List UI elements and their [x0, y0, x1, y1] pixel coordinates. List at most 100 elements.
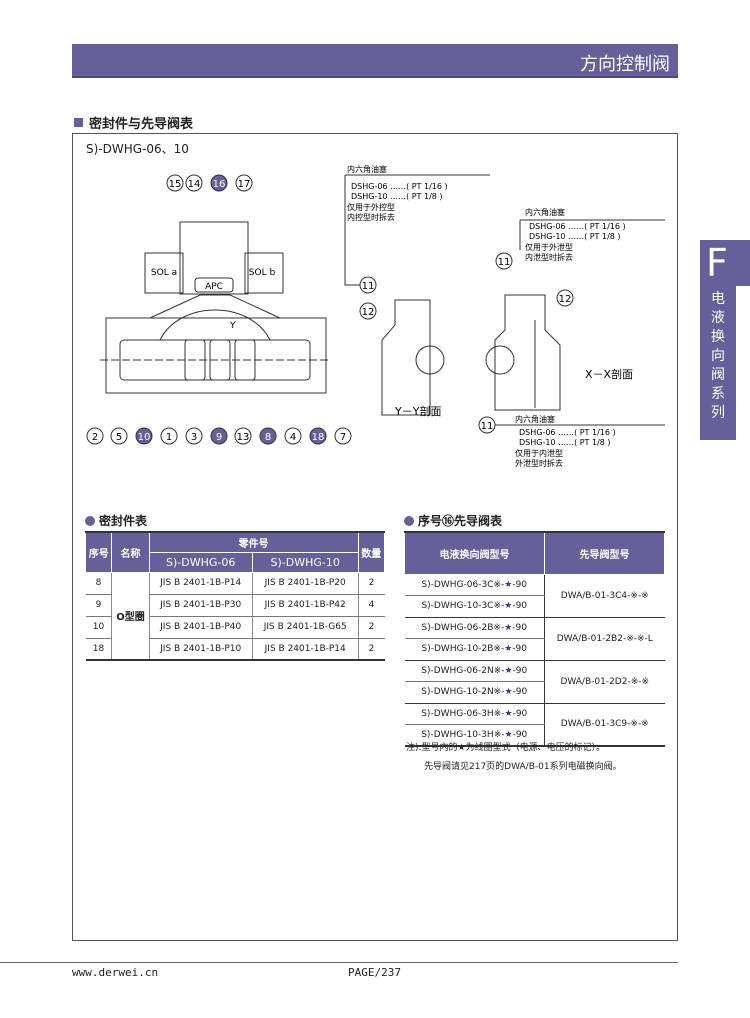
- cell-10: JIS B 2401-1B-P42: [252, 594, 359, 617]
- svg-text:外泄型时拆去: 外泄型时拆去: [515, 458, 563, 468]
- model-label: S)-DWHG-06、10: [86, 142, 189, 156]
- note-1: 注):型号内的★为线圈型式（电源、电压的标记）。: [406, 743, 606, 753]
- table-row: S)-DWHG-10-2N※-★-90: [404, 681, 665, 704]
- yy-section: [344, 174, 665, 426]
- cell-no: 18: [85, 638, 113, 661]
- cell-06: JIS B 2401-1B-P40: [149, 616, 253, 639]
- col-name: 名称: [111, 531, 150, 573]
- callout-2: [86, 427, 104, 445]
- svg-text:仅用于外控型: 仅用于外控型: [347, 202, 395, 212]
- callout-13: [234, 427, 252, 445]
- callout-15: [166, 174, 184, 192]
- cell-qty: 2: [358, 572, 385, 595]
- cell-model: S)-DWHG-06-3H※-★-90: [404, 703, 545, 725]
- callout-11-yy: [359, 276, 377, 294]
- callout-9: [210, 427, 228, 445]
- side-tab-char: 换: [711, 329, 725, 345]
- col-pilot: 先导阀型号: [544, 531, 665, 575]
- cell-06: JIS B 2401-1B-P10: [149, 638, 253, 661]
- logo-plate: [194, 277, 234, 293]
- cell-10: JIS B 2401-1B-P20: [252, 572, 359, 595]
- callout-8: [259, 427, 277, 445]
- cell-06: JIS B 2401-1B-P30: [149, 594, 253, 617]
- cell-model: S)-DWHG-06-2N※-★-90: [404, 660, 545, 682]
- cell-pilot: DWA/B-01-2D2-※-※: [544, 660, 665, 704]
- valve-body: [100, 221, 330, 394]
- circle-bullet-icon: [404, 515, 414, 526]
- header-bar: 方向控制阀: [72, 44, 678, 78]
- sol-a-label: SOL a: [151, 268, 177, 278]
- cell-10: JIS B 2401-1B-P14: [252, 638, 359, 661]
- callout-7: [334, 427, 352, 445]
- svg-text:仅用于外泄型: 仅用于外泄型: [525, 242, 573, 252]
- side-tab-char: 阀: [711, 367, 725, 383]
- plug-note-yy: 内六角油塞 DSHG-06 ……( PT 1/16 )DSHG-10 ……( P…: [347, 164, 448, 222]
- y-mark: Y: [229, 321, 236, 331]
- pilot-table-title: 序号⑯先导阀表: [404, 512, 502, 529]
- section-xx-label: X－X剖面: [585, 367, 633, 381]
- callout-10: [135, 427, 153, 445]
- callout-4-label: 4: [290, 432, 296, 443]
- callout-11-xx-top: [495, 252, 513, 270]
- table-row: S)-DWHG-10-2B※-★-90: [404, 638, 665, 661]
- cell-no: 10: [85, 616, 113, 639]
- side-tab-char: 液: [711, 310, 725, 326]
- side-tab-char: 电: [711, 291, 725, 307]
- table-row: S)-DWHG-10-3H※-★-90: [404, 724, 665, 747]
- svg-text:DSHG-06 ……( PT 1/16 ): DSHG-06 ……( PT 1/16 ): [519, 428, 616, 437]
- cell-pilot: DWA/B-01-3C9-※-※: [544, 703, 665, 747]
- col-no: 序号: [84, 531, 113, 573]
- circle-bullet-icon: [85, 515, 95, 526]
- side-tab-char: 向: [711, 348, 725, 364]
- callout-1-label: 1: [166, 432, 172, 443]
- callout-11-yy-label: 11: [362, 281, 375, 292]
- cell-model: S)-DWHG-10-3C※-★-90: [404, 595, 545, 618]
- svg-text:DSHG-10 ……( PT 1/8 ): DSHG-10 ……( PT 1/8 ): [351, 192, 443, 201]
- plug-note-xx-top: 内六角油塞 DSHG-06 ……( PT 1/16 )DSHG-10 ……( P…: [525, 207, 626, 262]
- svg-text:内六角油塞: 内六角油塞: [347, 164, 387, 174]
- callout-14-label: 14: [188, 179, 201, 190]
- callout-12-xx-label: 12: [559, 294, 572, 305]
- cell-model: S)-DWHG-06-3C※-★-90: [404, 574, 545, 596]
- callout-12-xx: [556, 289, 574, 307]
- cell-no: 8: [85, 572, 113, 595]
- page-number: PAGE/237: [348, 966, 401, 979]
- callout-4: [284, 427, 302, 445]
- cell-model: S)-DWHG-10-3H※-★-90: [404, 724, 545, 747]
- callout-12-yy-label: 12: [362, 307, 375, 318]
- callout-12-yy: [359, 302, 377, 320]
- svg-text:仅用于内泄型: 仅用于内泄型: [515, 448, 563, 458]
- content-frame: [72, 133, 678, 941]
- callout-18: [309, 427, 327, 445]
- callout-11-xx-top-label: 11: [498, 257, 511, 268]
- callout-5-label: 5: [116, 432, 122, 443]
- section-title-text: 密封件与先导阀表: [89, 117, 194, 132]
- callout-2-label: 2: [92, 432, 98, 443]
- cell-qty: 2: [358, 616, 385, 639]
- callout-3-label: 3: [191, 432, 197, 443]
- section-title: 密封件与先导阀表: [74, 113, 193, 132]
- svg-text:内控型时拆去: 内控型时拆去: [347, 212, 395, 222]
- cell-06: JIS B 2401-1B-P14: [149, 572, 253, 595]
- col-part: 零件号: [148, 531, 359, 553]
- cell-name: O型圈: [111, 572, 150, 661]
- callout-10-label: 10: [138, 432, 151, 443]
- callout-18-label: 18: [312, 432, 325, 443]
- callout-13-label: 13: [237, 432, 250, 443]
- cell-pilot: DWA/B-01-3C4-※-※: [544, 574, 665, 618]
- side-tab-label: 电液换向阀系列: [700, 290, 736, 423]
- callout-9-label: 9: [216, 432, 222, 443]
- col-qty: 数量: [357, 531, 386, 573]
- svg-text:DSHG-10 ……( PT 1/8 ): DSHG-10 ……( PT 1/8 ): [519, 438, 611, 447]
- cell-model: S)-DWHG-10-2N※-★-90: [404, 681, 545, 704]
- footer-url[interactable]: www.derwei.cn: [72, 966, 159, 979]
- callout-16-label: 16: [213, 179, 226, 190]
- table-row: S)-DWHG-10-3C※-★-90: [404, 595, 665, 618]
- svg-text:DSHG-10 ……( PT 1/8 ): DSHG-10 ……( PT 1/8 ): [529, 232, 621, 241]
- cell-model: S)-DWHG-06-2B※-★-90: [404, 617, 545, 639]
